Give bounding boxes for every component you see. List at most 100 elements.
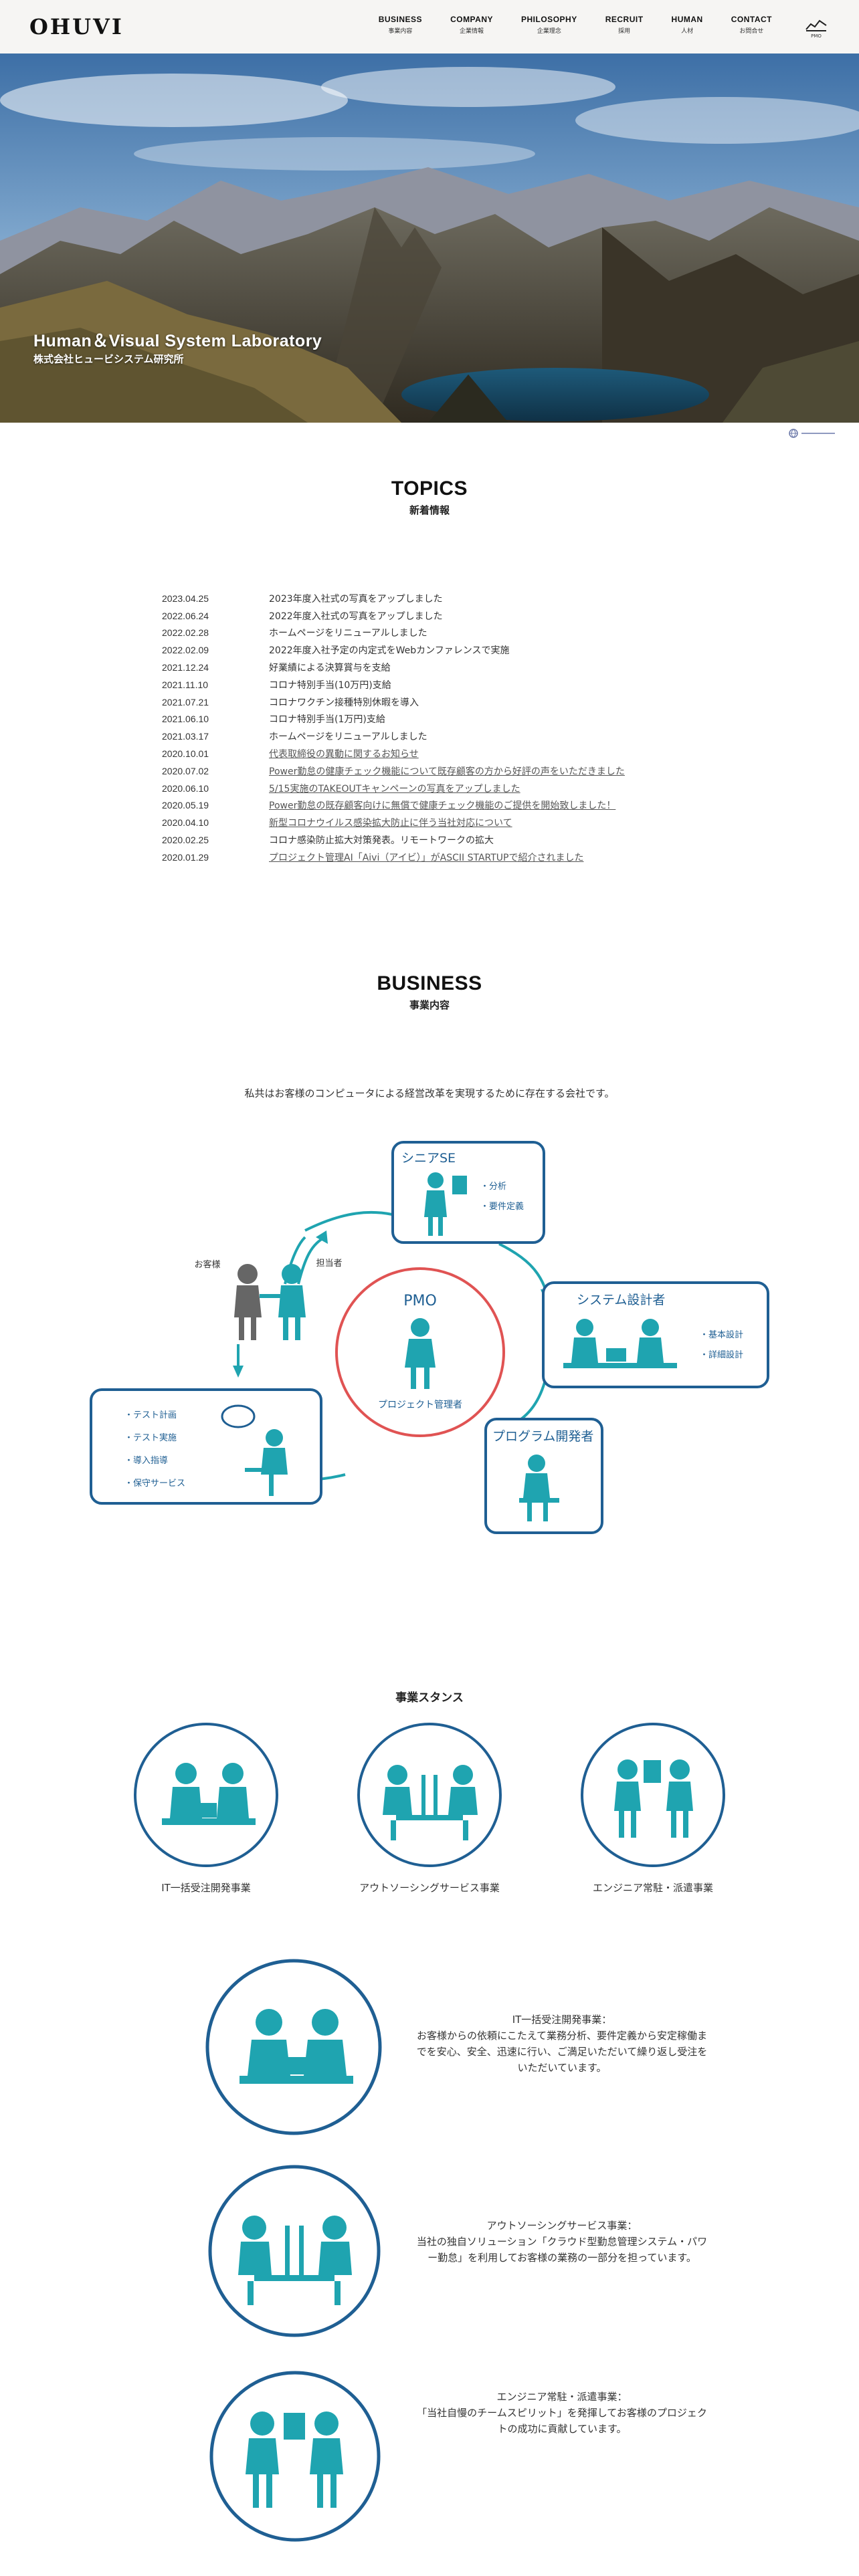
topic-link[interactable]: 代表取締役の異動に関するお知らせ xyxy=(269,749,419,760)
test-item: ・保守サービス xyxy=(124,1479,185,1489)
detail-body: 当社の独自ソリューション「クラウド型勤怠管理システム・パワー勤怠」を利用してお客… xyxy=(416,2236,708,2264)
topic-date: 2022.02.28 xyxy=(162,627,209,639)
topic-link[interactable]: Power勤怠の健康チェック機能について既存顧客の方から好評の声をいただきました xyxy=(269,766,625,777)
topic-text: ホームページをリニューアルしました xyxy=(269,628,427,639)
it-dev-team-icon xyxy=(134,1723,278,1867)
system-designer-box xyxy=(542,1281,769,1388)
detail-engineer-text: エンジニア常駐・派遣事業： 「当社自慢のチームスピリット」を発揮してお客様のプロ… xyxy=(415,2389,709,2437)
topics-list: 2023.04.25 2023年度入社式の写真をアップしました 2022.06.24… xyxy=(162,590,697,866)
detail-outsourcing-text: アウトソーシングサービス事業： 当社の独自ソリューション「クラウド型勤怠管理シス… xyxy=(415,2218,709,2266)
site-logo[interactable]: OHUVI xyxy=(29,13,124,40)
topic-link[interactable]: 新型コロナウイルス感染拡大防止に伴う当社対応について xyxy=(269,818,512,829)
topic-date: 2020.07.02 xyxy=(162,765,209,776)
stance-it-dev: IT一括受注開発事業 xyxy=(106,1721,306,1895)
badge-text-graphic xyxy=(801,433,835,434)
topic-text: ホームページをリニューアルしました xyxy=(269,732,427,743)
nav-label-ja: 人材 xyxy=(681,28,694,35)
hero-banner: Human＆Visual System Laboratory 株式会社ヒュービシ… xyxy=(0,53,859,423)
topic-date: 2022.06.24 xyxy=(162,610,209,621)
senior-se-person-icon xyxy=(424,1172,467,1236)
hero-title: Human＆Visual System Laboratory xyxy=(33,332,322,350)
nav-label-ja: 企業理念 xyxy=(537,28,561,35)
pmo-person-icon xyxy=(405,1318,436,1389)
nav-business[interactable]: BUSINESS 事業内容 xyxy=(372,15,429,35)
stance-engineer: エンジニア常駐・派遣事業 xyxy=(553,1721,753,1895)
topic-text: 2022年度入社予定の内定式をWebカンファレンスで実施 xyxy=(269,645,510,657)
pmo-label: PMO xyxy=(403,1293,437,1309)
stance-label: アウトソーシングサービス事業 xyxy=(359,1882,500,1894)
nav-label-en: CONTACT xyxy=(731,15,772,24)
manager-person-icon xyxy=(260,1264,306,1340)
detail-title: IT一括受注開発事業： xyxy=(512,2014,612,2026)
topic-date: 2021.06.10 xyxy=(162,714,209,725)
workflow-diagram: PMO プロジェクト管理者 お客様 担当者 シニアSE xyxy=(84,1137,780,1538)
system-designer-people-icon xyxy=(563,1319,677,1368)
senior-item: ・分析 xyxy=(480,1182,506,1192)
test-item: ・導入指導 xyxy=(124,1456,168,1466)
nav-recruit[interactable]: RECRUIT 採用 xyxy=(599,15,650,35)
topic-text: 2023年度入社式の写真をアップしました xyxy=(269,593,443,605)
detail-engineer-icon xyxy=(209,2371,381,2542)
topic-date: 2020.05.19 xyxy=(162,800,209,811)
nav-label-ja: 企業情報 xyxy=(460,28,484,35)
topic-date: 2022.02.09 xyxy=(162,645,209,656)
topic-date: 2023.04.25 xyxy=(162,593,209,604)
detail-outsourcing-icon xyxy=(208,2165,381,2337)
business-heading: BUSINESS 事業内容 xyxy=(0,972,859,1012)
nav-contact[interactable]: CONTACT お問合せ xyxy=(725,15,779,35)
detail-title: エンジニア常駐・派遣事業： xyxy=(496,2391,628,2403)
nav-human[interactable]: HUMAN 人材 xyxy=(665,15,710,35)
topics-heading: TOPICS 新着情報 xyxy=(0,477,859,517)
nav-label-en: PHILOSOPHY xyxy=(521,15,577,24)
nav-philosophy[interactable]: PHILOSOPHY 企業理念 xyxy=(514,15,584,35)
topic-link[interactable]: Power勤怠の既存顧客向けに無償で健康チェック機能のご提供を開始致しました！ xyxy=(269,800,616,812)
outsourcing-team-icon xyxy=(357,1723,502,1867)
topic-link[interactable]: プロジェクト管理AI「Aivi（アイビ）」がASCII STARTUPで紹介され… xyxy=(269,852,584,863)
mountain-landscape-image xyxy=(0,53,859,423)
site-header: OHUVI BUSINESS 事業内容 COMPANY 企業情報 PHILOSO… xyxy=(0,0,859,53)
test-box xyxy=(90,1388,322,1505)
topics-title-ja: 新着情報 xyxy=(409,504,450,516)
topic-date: 2020.10.01 xyxy=(162,748,209,760)
detail-title: アウトソーシングサービス事業： xyxy=(486,2220,638,2232)
customer-label: お客様 xyxy=(194,1259,220,1270)
programmer-person-icon xyxy=(519,1455,559,1521)
detail-body: お客様からの依頼にこたえて業務分析、要件定義から安定稼働までを安心、安全、迅速に… xyxy=(416,2030,708,2074)
topic-date: 2021.03.17 xyxy=(162,731,209,742)
detail-body: 「当社自慢のチームスピリット」を発揮してお客様のプロジェクトの成功に貢献していま… xyxy=(417,2407,707,2435)
topic-text: コロナワクチン接種特別休暇を導入 xyxy=(269,697,419,708)
main-nav: BUSINESS 事業内容 COMPANY 企業情報 PHILOSOPHY 企業… xyxy=(372,15,779,35)
topic-date: 2021.12.24 xyxy=(162,662,209,673)
test-item: ・テスト実施 xyxy=(124,1432,177,1443)
topic-date: 2020.02.25 xyxy=(162,835,209,846)
nav-company[interactable]: COMPANY 企業情報 xyxy=(444,15,500,35)
topic-text: コロナ特別手当(10万円)支給 xyxy=(269,679,391,691)
nav-label-en: RECRUIT xyxy=(605,15,644,24)
stance-label: IT一括受注開発事業 xyxy=(161,1882,251,1894)
pmo-sub-label: プロジェクト管理者 xyxy=(378,1400,462,1410)
partner-logo-link[interactable]: PMO xyxy=(803,17,830,40)
topic-text: コロナ特別手当(1万円)支給 xyxy=(269,714,385,726)
logo-text: OHUVI xyxy=(29,14,124,39)
nav-label-ja: 事業内容 xyxy=(388,28,413,35)
senior-se-label: シニアSE xyxy=(401,1151,456,1166)
small-badge-link[interactable] xyxy=(788,428,835,439)
stance-outsourcing: アウトソーシングサービス事業 xyxy=(329,1721,530,1895)
business-title-en: BUSINESS xyxy=(377,972,482,994)
engineer-team-icon xyxy=(581,1723,725,1867)
topic-row: 2021.06.10 コロナ特別手当(1万円)支給 xyxy=(162,711,697,728)
programmer-label: プログラム開発者 xyxy=(492,1429,593,1444)
system-designer-label: システム設計者 xyxy=(577,1293,665,1307)
topic-row[interactable]: 2020.07.02 Power勤怠の健康チェック機能について既存顧客の方から好評… xyxy=(162,762,697,780)
topic-row[interactable]: 2020.05.19 Power勤怠の既存顧客向けに無償で健康チェック機能のご提供… xyxy=(162,797,697,815)
stance-label: エンジニア常駐・派遣事業 xyxy=(592,1882,713,1894)
topic-link[interactable]: 5/15実施のTAKEOUTキャンペーンの写真をアップしました xyxy=(269,783,520,794)
topic-row[interactable]: 2020.10.01 代表取締役の異動に関するお知らせ xyxy=(162,745,697,762)
